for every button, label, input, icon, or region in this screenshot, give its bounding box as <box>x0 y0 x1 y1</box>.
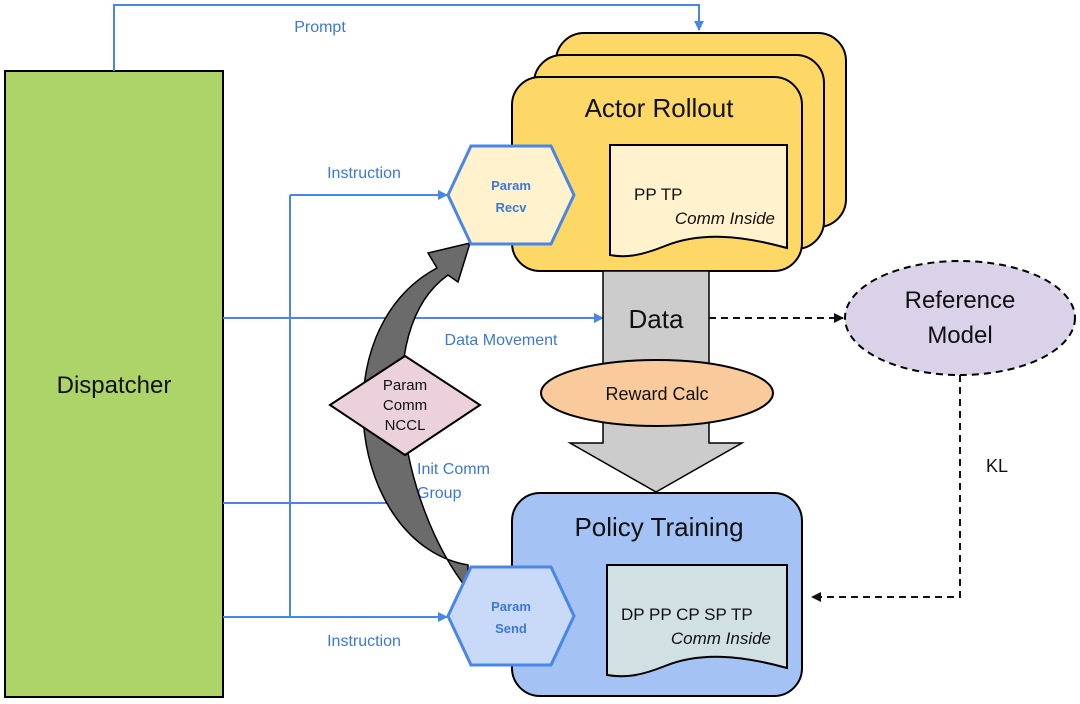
param-recv-line1: Param <box>491 178 531 193</box>
reference-model-ellipse <box>844 260 1076 376</box>
reference-model-line1: Reference <box>905 287 1016 314</box>
param-comm-diamond <box>328 354 482 457</box>
instruction-top-label: Instruction <box>327 165 401 182</box>
dispatcher-label: Dispatcher <box>57 372 172 399</box>
training-document-shape <box>606 564 788 678</box>
prompt-label: Prompt <box>294 19 346 36</box>
data-label: Data <box>629 304 684 334</box>
reward-calc-ellipse <box>540 359 774 427</box>
policy-training-title: Policy Training <box>574 512 743 542</box>
dispatcher-box <box>4 70 224 698</box>
param-sync-curved-arrow <box>362 241 472 593</box>
param-comm-line1: Param <box>383 377 427 394</box>
param-comm-line2: Comm <box>383 397 427 414</box>
rollout-doc-line2: Comm Inside <box>675 209 775 228</box>
reward-calc-label: Reward Calc <box>605 384 708 404</box>
training-doc-line2: Comm Inside <box>671 629 771 648</box>
param-send-line1: Param <box>491 599 531 614</box>
rollout-doc-line1: PP TP <box>634 185 683 204</box>
rollout-document-shape <box>609 144 788 258</box>
kl-label: KL <box>986 456 1008 476</box>
init-comm-label-line1: Init Comm <box>417 461 490 478</box>
kl-arrow <box>811 375 961 602</box>
param-send-hexagon <box>446 565 576 667</box>
training-doc-line1: DP PP CP SP TP <box>621 605 753 624</box>
init-comm-label-line2: Group <box>417 485 462 502</box>
param-recv-line2: Recv <box>495 200 527 215</box>
instruction-bottom-label: Instruction <box>327 633 401 650</box>
actor-rollout-group: Actor Rollout PP TP Comm Inside <box>511 32 847 272</box>
actor-rollout-title: Actor Rollout <box>585 93 735 123</box>
reference-model-line2: Model <box>927 322 992 349</box>
param-comm-line3: NCCL <box>385 417 426 434</box>
param-recv-hexagon <box>446 144 576 246</box>
prompt-arrow <box>113 4 704 71</box>
data-movement-label: Data Movement <box>445 332 558 349</box>
param-send-line2: Send <box>495 621 527 636</box>
